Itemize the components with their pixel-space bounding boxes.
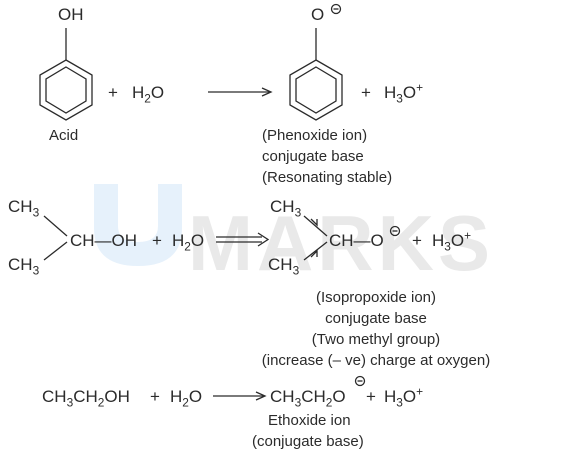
ethanol-formula: CH3CH2OH [42,387,130,410]
phenoxide-oxygen-label: O [311,5,325,24]
acid-label: Acid [49,127,79,144]
plus-sign: + [108,83,118,102]
phenoxide-note-3: (Resonating stable) [262,169,393,186]
methyl-top-label: CH3 [8,197,40,220]
hydroxyl-label: OH [58,5,84,24]
reaction-arrow-3 [213,391,267,401]
isopropoxide-note-3: (Two methyl group) [311,331,441,348]
isopropoxide-note-1: (Isopropoxide ion) [315,289,437,306]
ch-oh-label: CH—OH [70,231,138,250]
phenoxide-note-2: conjugate base [262,148,364,165]
methyl-bottom-label: CH3 [8,255,40,278]
isopropoxide-note-4: (increase (– ve) charge at oxygen) [261,352,491,369]
negative-charge-icon [330,3,342,15]
isopropoxide-note-2: conjugate base [325,310,427,327]
benzene-ring-phenol [39,28,93,121]
ethoxide-note-1: Ethoxide ion [268,412,351,429]
hydronium-formula: H3O+ [384,384,424,410]
isopropoxide-bonds [303,215,328,261]
ch-o-label: CH—O [329,231,384,250]
hydronium-formula: H3O+ [384,80,424,106]
hydronium-formula: H3O+ [432,228,472,254]
negative-charge-icon [354,375,366,387]
water-formula: H2O [132,83,165,106]
plus-sign: + [366,387,376,406]
water-formula: H2O [170,387,203,410]
methyl-bottom-product-label: CH3 [268,255,300,278]
methyl-top-product-label: CH3 [270,197,302,220]
plus-sign: + [150,387,160,406]
watermark-logo-icon [94,184,182,266]
plus-sign: + [361,83,371,102]
ethoxide-note-2: (conjugate base) [252,433,364,450]
plus-sign: + [412,231,422,250]
reaction-arrow-1 [208,87,273,97]
isopropyl-bonds [43,215,68,261]
watermark-text: MARKS [188,199,494,287]
negative-charge-icon [389,225,401,237]
benzene-ring-phenoxide [289,28,343,121]
ethoxide-formula: CH3CH2O [270,387,346,410]
plus-sign: + [152,231,162,250]
water-formula: H2O [172,231,205,254]
phenoxide-note-1: (Phenoxide ion) [262,127,368,144]
reaction-arrow-2 [216,232,270,247]
